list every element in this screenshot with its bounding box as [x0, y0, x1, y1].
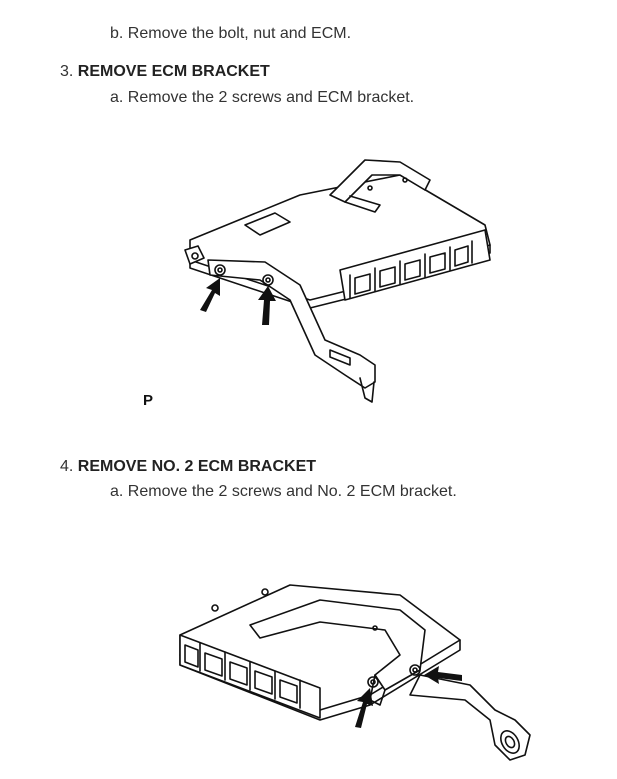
step3-title: REMOVE ECM BRACKET [77, 63, 270, 80]
step4-title: REMOVE NO. 2 ECM BRACKET [77, 458, 317, 475]
ecm-no2-bracket-illustration [170, 570, 540, 775]
step3-heading: 3. REMOVE ECM BRACKET [60, 62, 270, 82]
step3-sub-a: a. Remove the 2 screws and ECM bracket. [110, 88, 414, 108]
figure-label-p: P [143, 392, 154, 409]
step2-sub-b: b. Remove the bolt, nut and ECM. [110, 24, 351, 44]
step4-sub-a: a. Remove the 2 screws and No. 2 ECM bra… [110, 482, 457, 502]
step4-heading: 4. REMOVE NO. 2 ECM BRACKET [60, 457, 316, 477]
step2-sub-b-text: b. Remove the bolt, nut and ECM. [110, 25, 352, 42]
ecm-bracket-illustration [150, 150, 500, 405]
step4-sub-a-text: a. Remove the 2 screws and No. 2 ECM bra… [110, 483, 457, 500]
step3-number: 3. [60, 63, 74, 80]
step4-number: 4. [60, 458, 74, 475]
step3-sub-a-text: a. Remove the 2 screws and ECM bracket. [110, 89, 415, 106]
